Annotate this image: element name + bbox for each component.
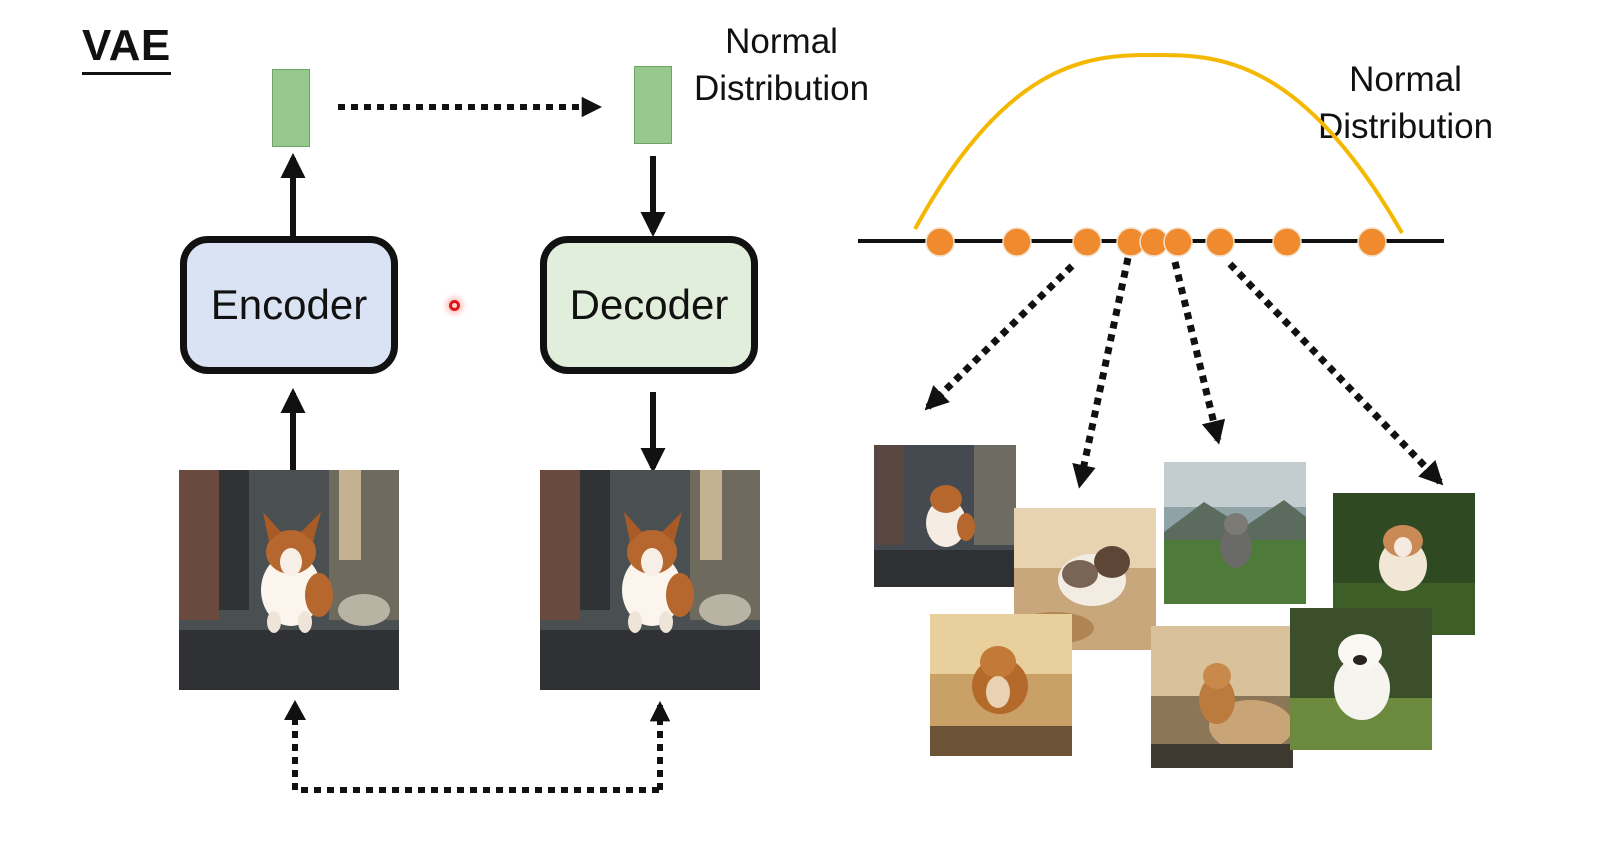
latent-label-line2: Distribution — [694, 69, 870, 109]
dog-photo-icon — [1164, 462, 1306, 604]
dog-photo-icon — [1014, 508, 1156, 650]
input-image — [179, 470, 399, 690]
latent-sample-points — [925, 227, 1387, 257]
latent-vector-encoded — [272, 69, 310, 147]
sample-point — [1272, 227, 1302, 257]
sample-point — [1357, 227, 1387, 257]
curve-distribution-label: Normal Distribution — [1318, 56, 1493, 151]
sampling-arrow — [924, 263, 1075, 411]
sample-point — [1072, 227, 1102, 257]
sampling-arrow — [1227, 261, 1444, 486]
generated-sample-3 — [1164, 462, 1306, 604]
dog-photo-icon — [540, 470, 760, 690]
decoder-label: Decoder — [569, 281, 729, 328]
sample-point — [925, 227, 955, 257]
sampling-arrow — [1171, 261, 1226, 445]
diagram-title: VAE — [82, 21, 171, 76]
generated-sample-5 — [930, 614, 1072, 756]
sample-point — [1002, 227, 1032, 257]
dog-photo-icon — [874, 445, 1016, 587]
normal-distribution-curve — [913, 52, 1404, 234]
decoder-box: Decoder — [540, 236, 758, 374]
curve-label-line2: Distribution — [1318, 107, 1494, 147]
sample-point — [1205, 227, 1235, 257]
curve-label-line1: Normal — [1349, 60, 1462, 99]
sample-point — [1163, 227, 1193, 257]
dog-photo-icon — [1290, 608, 1432, 750]
encoder-label: Encoder — [210, 281, 368, 328]
latent-vector-sampled — [634, 66, 672, 144]
sampling-arrows — [924, 257, 1444, 489]
dog-photo-icon — [179, 470, 399, 690]
sampling-arrow — [1072, 257, 1132, 489]
cursor-pointer-icon — [449, 300, 460, 311]
generated-sample-1 — [874, 445, 1016, 587]
generated-sample-7 — [1290, 608, 1432, 750]
generated-sample-6 — [1151, 626, 1293, 768]
dog-photo-icon — [930, 614, 1072, 756]
generated-sample-2 — [1014, 508, 1156, 650]
output-image — [540, 470, 760, 690]
latent-distribution-label: Normal Distribution — [694, 18, 869, 113]
encoder-box: Encoder — [180, 236, 398, 374]
dog-photo-icon — [1151, 626, 1293, 768]
latent-label-line1: Normal — [725, 22, 838, 61]
